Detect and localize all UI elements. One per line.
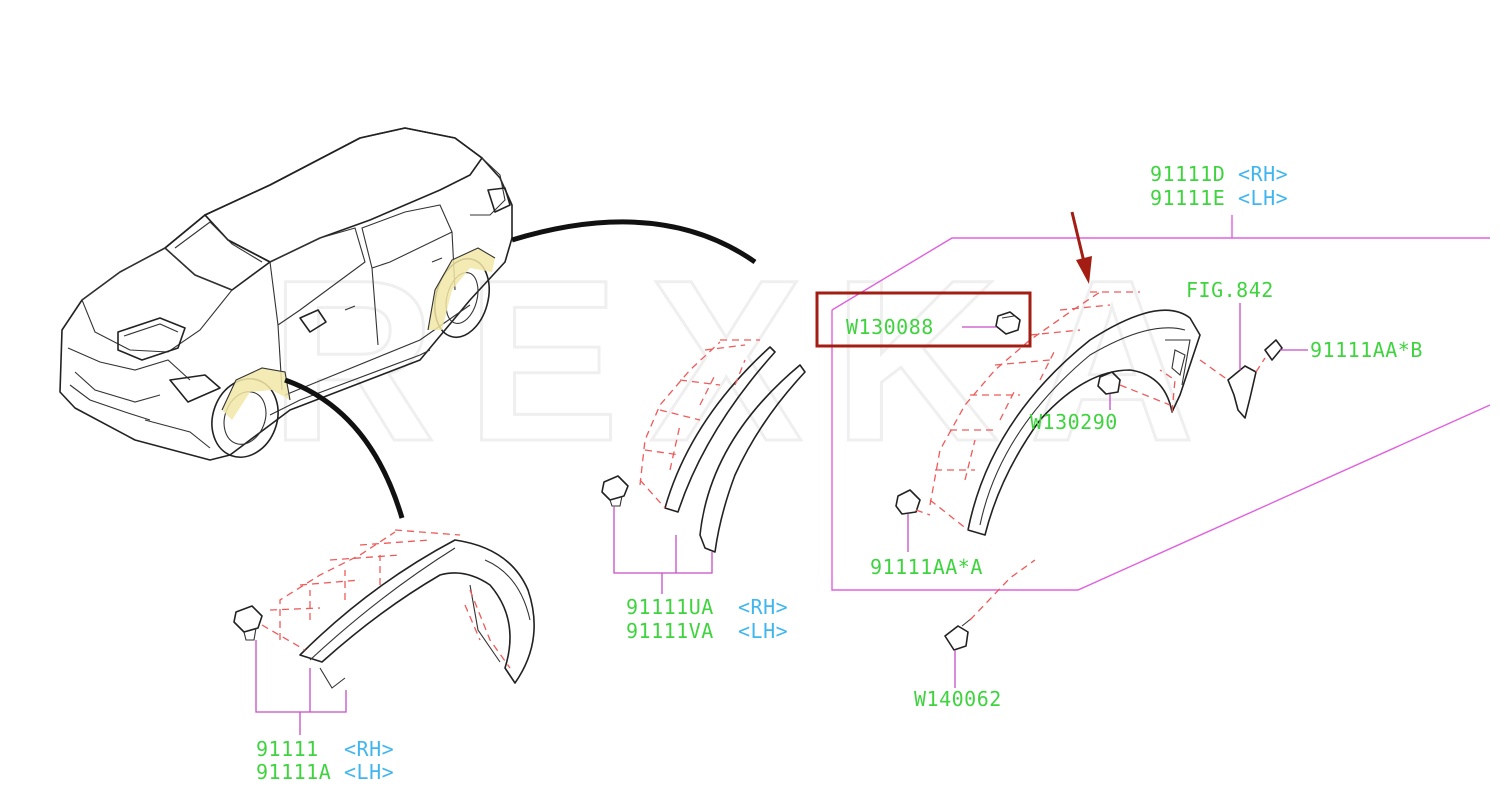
front-trim-lh-side: <LH> <box>738 619 788 643</box>
clip-w130088-label: W130088 <box>846 315 934 339</box>
fig-842-bracket-icon <box>1227 365 1257 419</box>
front-liner-rh-side: <RH> <box>344 737 394 761</box>
rear-liner-lh-side: <LH> <box>1238 186 1288 210</box>
rear-wheel-liner <box>929 291 1201 536</box>
front-liner-lh-number: 91111A <box>256 760 331 784</box>
connector-front <box>284 377 405 519</box>
highlight-box <box>815 291 1032 348</box>
clip-91111aa-a-icon <box>895 489 921 515</box>
push-pin-w140062-label: W140062 <box>914 687 1002 711</box>
front-liner-rh-number: 91111 <box>256 737 319 761</box>
clip-w130088-icon <box>995 311 1021 335</box>
clip-w130290-label: W130290 <box>1030 410 1118 434</box>
clip-91111aa-b-label: 91111AA*B <box>1310 338 1423 362</box>
arrow-icon <box>1070 211 1092 284</box>
front-trim-rh-side: <RH> <box>738 595 788 619</box>
push-pin-w140062-icon <box>944 617 973 651</box>
clip-front-trim-icon <box>601 475 629 507</box>
clip-91111aa-a-label: 91111AA*A <box>870 555 983 579</box>
rear-liner-rh-side: <RH> <box>1238 162 1288 186</box>
front-fender-trim <box>639 339 806 553</box>
rear-liner-rh-number: 91111D <box>1150 162 1225 186</box>
front-liner-lh-side: <LH> <box>344 760 394 784</box>
watermark: REXKA <box>270 232 1225 489</box>
car-illustration <box>59 127 513 461</box>
clip-front-liner-icon <box>233 605 263 641</box>
front-wheel-liner <box>261 529 535 689</box>
clip-w130290-icon <box>1097 371 1121 395</box>
front-trim-lh-number: 91111VA <box>626 619 714 643</box>
connector-rear <box>511 219 757 265</box>
front-trim-rh-number: 91111UA <box>626 595 714 619</box>
rear-liner-lh-number: 91111E <box>1150 186 1225 210</box>
clip-91111aa-b-icon <box>1264 339 1283 361</box>
fig-842-label: FIG.842 <box>1186 278 1274 302</box>
